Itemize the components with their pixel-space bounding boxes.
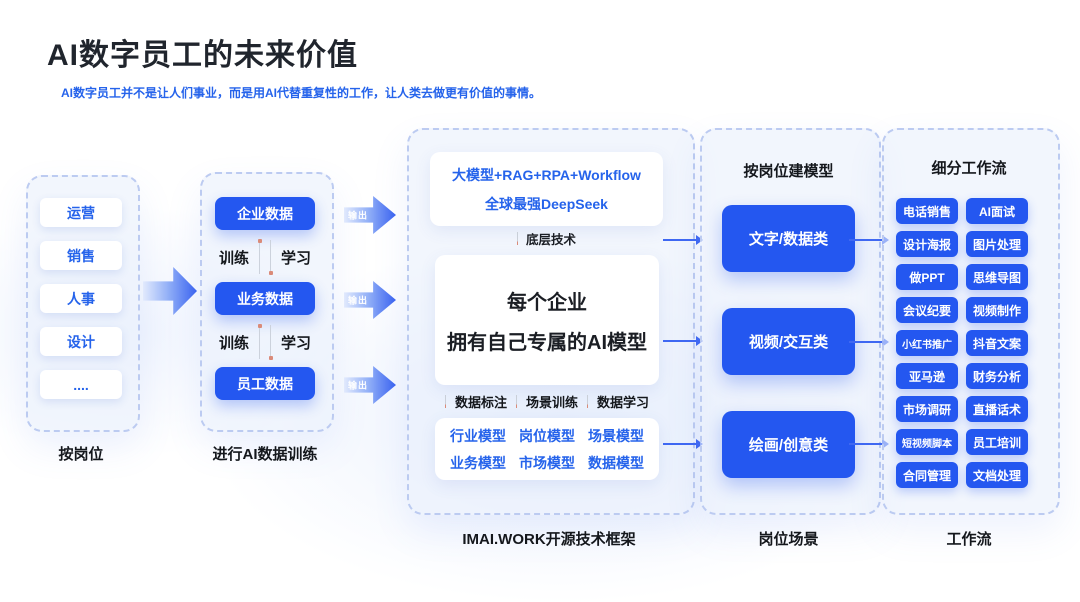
workflow-item: 财务分析 <box>966 363 1028 389</box>
workflow-item: 抖音文案 <box>966 330 1028 356</box>
output-arrow-label: 输出 <box>348 210 369 221</box>
arrow-icon <box>663 235 703 245</box>
core-message-line1: 每个企业 <box>507 291 587 314</box>
model-item: 市场模型 <box>519 454 575 471</box>
output-arrow-label: 输出 <box>348 380 369 391</box>
role-item-more: .... <box>40 370 122 399</box>
arrow-icon <box>849 337 889 347</box>
workflow-item: 图片处理 <box>966 231 1028 257</box>
workflow-item: 直播话术 <box>966 396 1028 422</box>
workflow-item: 短视频脚本 <box>896 429 958 455</box>
tick-line <box>515 395 517 408</box>
tick-line <box>516 232 518 245</box>
arrow-icon <box>849 235 889 245</box>
page-subtitle: AI数字员工并不是让人们事业，而是用AI代替重复性的工作，让人类去做更有价值的事… <box>61 86 542 100</box>
role-item: 运营 <box>40 198 122 227</box>
arrow-icon <box>663 439 703 449</box>
workflow-item: 视频制作 <box>966 297 1028 323</box>
data-item: 业务数据 <box>215 282 315 315</box>
train-learn-connector: 训练 学习 <box>205 322 325 362</box>
right-arrow-icon <box>143 267 197 315</box>
up-flow-line <box>257 324 262 359</box>
caption-training: 进行AI数据训练 <box>212 446 318 463</box>
caption-workflows: 工作流 <box>946 531 992 548</box>
base-tech-label: 底层技术 <box>525 233 576 247</box>
train-label: 训练 <box>218 334 249 352</box>
output-arrow-icon: 输出 <box>344 281 396 319</box>
data-item: 员工数据 <box>215 367 315 400</box>
category-item: 视频/交互类 <box>722 308 855 375</box>
role-item: 人事 <box>40 284 122 313</box>
workflows-header: 细分工作流 <box>931 160 1007 177</box>
output-arrow-icon: 输出 <box>344 366 396 404</box>
workflow-item: 文档处理 <box>966 462 1028 488</box>
workflow-item: 电话销售 <box>896 198 958 224</box>
base-tech-connector: 底层技术 <box>430 229 663 248</box>
core-message-line2: 拥有自己专属的AI模型 <box>447 331 647 354</box>
workflow-item: 亚马逊 <box>896 363 958 389</box>
workflow-item: AI面试 <box>966 198 1028 224</box>
role-item: 销售 <box>40 241 122 270</box>
workflow-item: 市场调研 <box>896 396 958 422</box>
tab-scene-training: 场景训练 <box>525 395 578 410</box>
workflow-item: 设计海报 <box>896 231 958 257</box>
tick-line <box>444 395 446 408</box>
workflow-item: 小红书推广 <box>896 330 958 356</box>
tech-stack-line1: 大模型+RAG+RPA+Workflow <box>452 166 641 183</box>
arrow-icon <box>663 336 703 346</box>
train-learn-connector: 训练 学习 <box>205 237 325 277</box>
model-item: 数据模型 <box>588 454 644 471</box>
learn-label: 学习 <box>281 249 312 267</box>
workflow-item: 员工培训 <box>966 429 1028 455</box>
model-item: 岗位模型 <box>519 427 575 444</box>
models-box: 行业模型 岗位模型 场景模型 业务模型 市场模型 数据模型 <box>435 418 659 480</box>
tick-line <box>587 395 588 408</box>
workflow-item: 会议纪要 <box>896 297 958 323</box>
caption-framework: IMAI.WORK开源技术框架 <box>462 531 636 548</box>
tech-stack-box: 大模型+RAG+RPA+Workflow 全球最强DeepSeek <box>430 152 663 226</box>
train-label: 训练 <box>218 249 249 267</box>
arrow-icon <box>849 439 889 449</box>
model-item: 业务模型 <box>450 454 506 471</box>
category-item: 绘画/创意类 <box>722 411 855 478</box>
down-flow-line <box>268 240 273 275</box>
model-item: 场景模型 <box>588 427 644 444</box>
learn-label: 学习 <box>281 334 312 352</box>
category-item: 文字/数据类 <box>722 205 855 272</box>
tab-data-annotation: 数据标注 <box>454 395 507 410</box>
caption-roles: 按岗位 <box>58 446 104 463</box>
workflow-item: 思维导图 <box>966 264 1028 290</box>
output-arrow-icon: 输出 <box>344 196 396 234</box>
tech-stack-line2: 全球最强DeepSeek <box>485 195 608 212</box>
training-tabs: 数据标注 场景训练 数据学习 <box>435 392 659 411</box>
role-item: 设计 <box>40 327 122 356</box>
workflow-item: 合同管理 <box>896 462 958 488</box>
up-flow-line <box>257 239 262 274</box>
model-item: 行业模型 <box>450 427 506 444</box>
output-arrow-label: 输出 <box>348 295 369 306</box>
models-row: 业务模型 市场模型 数据模型 <box>450 453 644 473</box>
data-item: 企业数据 <box>215 197 315 230</box>
page-title: AI数字员工的未来价值 <box>47 39 358 72</box>
categories-header: 按岗位建模型 <box>743 163 834 180</box>
down-flow-line <box>268 325 273 360</box>
workflow-item: 做PPT <box>896 264 958 290</box>
models-row: 行业模型 岗位模型 场景模型 <box>450 426 644 446</box>
core-message-box: 每个企业 拥有自己专属的AI模型 <box>435 255 659 385</box>
tab-data-learning: 数据学习 <box>597 395 650 410</box>
caption-categories: 岗位场景 <box>758 531 819 548</box>
